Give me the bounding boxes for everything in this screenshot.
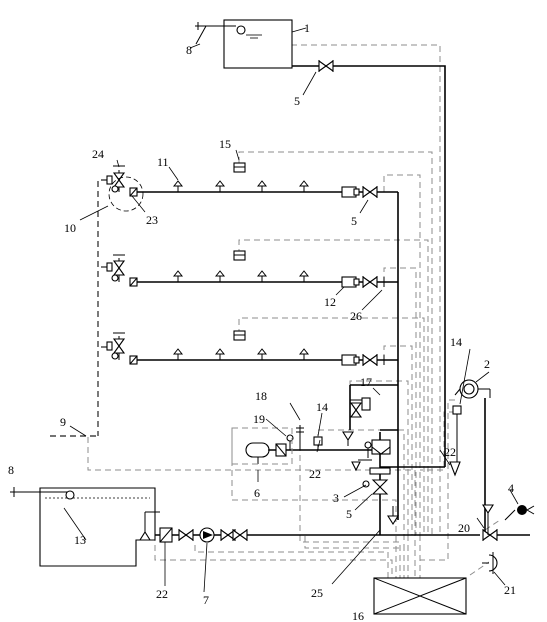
label-21: 21	[504, 583, 516, 597]
fire-alarm-control-panel	[373, 577, 467, 615]
roof-water-tank	[195, 19, 293, 69]
alarm-boxes	[233, 162, 246, 341]
label-11: 11	[157, 155, 169, 169]
fire-water-pool	[10, 487, 160, 567]
label-19: 19	[253, 412, 265, 426]
label-8-top: 8	[186, 43, 192, 57]
label-17: 17	[360, 375, 372, 389]
label-14-mid: 14	[316, 400, 328, 414]
branch-end-test-assemblies	[341, 185, 385, 367]
callout-leaders	[63, 27, 519, 593]
label-6: 6	[254, 486, 260, 500]
label-16: 16	[352, 609, 364, 622]
label-12: 12	[324, 295, 336, 309]
label-14-right: 14	[450, 335, 462, 349]
label-1: 1	[304, 21, 310, 35]
label-9: 9	[60, 415, 66, 429]
label-5-branch: 5	[351, 214, 357, 228]
component-number-labels: 1 8 5 15 24 11 10 23 5 12 26 14 2 17 18 …	[8, 21, 516, 622]
roof-tank-gate-valve	[318, 59, 334, 73]
label-26: 26	[350, 309, 362, 323]
label-2: 2	[484, 357, 490, 371]
label-22-mid: 22	[309, 467, 321, 481]
label-13: 13	[74, 533, 86, 547]
label-18: 18	[255, 389, 267, 403]
pressure-tank-assembly	[231, 425, 323, 465]
alarm-valve-assembly	[342, 397, 399, 526]
label-22-bottom: 22	[156, 587, 168, 601]
pressure-switch-right	[449, 405, 462, 477]
flow-switch-signal-lines	[50, 179, 107, 437]
branch-control-assemblies	[106, 165, 144, 365]
label-22-right: 22	[444, 445, 456, 459]
label-10: 10	[64, 221, 76, 235]
label-24: 24	[92, 147, 104, 161]
label-5-bottom: 5	[346, 507, 352, 521]
fire-department-connection	[482, 504, 535, 574]
label-5-top: 5	[294, 94, 300, 108]
label-15: 15	[219, 137, 231, 151]
water-motor-alarm-bell	[454, 379, 491, 399]
label-8-bottom: 8	[8, 463, 14, 477]
label-20: 20	[458, 521, 470, 535]
label-3: 3	[333, 491, 339, 505]
label-7: 7	[203, 593, 209, 607]
label-4: 4	[508, 481, 514, 495]
label-25: 25	[311, 586, 323, 600]
label-23: 23	[146, 213, 158, 227]
fire-pump-set	[159, 527, 248, 543]
